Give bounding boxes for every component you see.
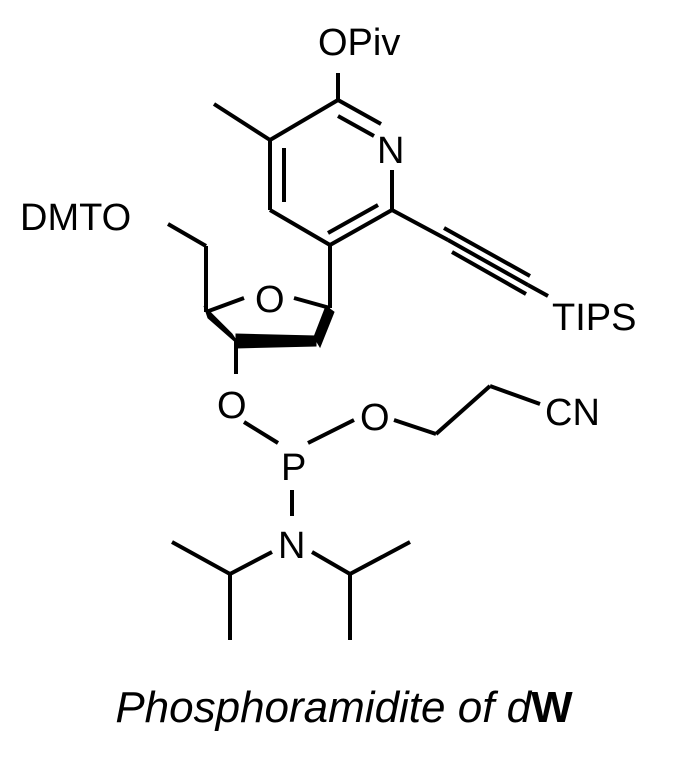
bond-c5prime-o5 — [166, 222, 208, 248]
bond-n-ch-right — [310, 550, 352, 576]
bond-c2-c3 — [329, 208, 393, 247]
caption-d: d — [506, 683, 532, 732]
bond-o3-p — [242, 420, 280, 445]
wedge-c3-c2prime — [235, 333, 317, 349]
caption-w: W — [531, 683, 573, 732]
phosphite — [242, 384, 541, 516]
alkyne — [391, 208, 549, 298]
bond-o-ch2 — [393, 418, 437, 436]
bond-c2-alkyne — [391, 208, 449, 242]
bond-ch-right-me-a — [349, 540, 411, 576]
label-tips: TIPS — [552, 297, 636, 339]
bond-n-ch-left — [229, 550, 273, 576]
wedge-c2-c1prime — [313, 305, 335, 349]
wedge-c4-c3prime — [203, 305, 241, 347]
triple-bond-c — [451, 250, 527, 296]
label-o-sugar: O — [255, 279, 285, 321]
label-opiv: OPiv — [318, 22, 400, 64]
bond-alkyne-tips — [527, 283, 549, 298]
label-n-amine: N — [278, 525, 305, 567]
diisopropyl — [171, 540, 411, 640]
bond-c5-methyl — [212, 102, 272, 142]
triple-bond-b — [447, 238, 529, 287]
label-o-3prime: O — [217, 385, 247, 427]
label-o-phosphite: O — [360, 397, 390, 439]
bond-o4-c4prime — [205, 296, 245, 314]
sugar-ring — [166, 222, 335, 374]
label-n-ring: N — [377, 130, 404, 172]
caption-prefix: Phosphoramidite of — [115, 683, 507, 732]
label-cn: CN — [545, 392, 600, 434]
bond-ch2-ch2 — [434, 384, 492, 436]
bond-c6-n — [337, 98, 382, 126]
triple-bond-a — [443, 226, 531, 278]
pyridine-ring — [212, 73, 394, 247]
bond-ch2-cn — [489, 384, 541, 406]
bond-c3-c4 — [268, 208, 332, 247]
bond-c6-n-inner — [337, 114, 375, 138]
caption: Phosphoramidite of dW — [0, 686, 688, 730]
label-p: P — [281, 447, 306, 489]
label-dmto: DMTO — [20, 197, 131, 239]
bond-c5-c6 — [268, 98, 340, 142]
bond-c2-c3-inner — [327, 203, 379, 235]
bond-p-o — [307, 418, 355, 445]
bond-ch-left-me-a — [171, 540, 231, 576]
bond-c1prime-o4 — [293, 296, 331, 310]
